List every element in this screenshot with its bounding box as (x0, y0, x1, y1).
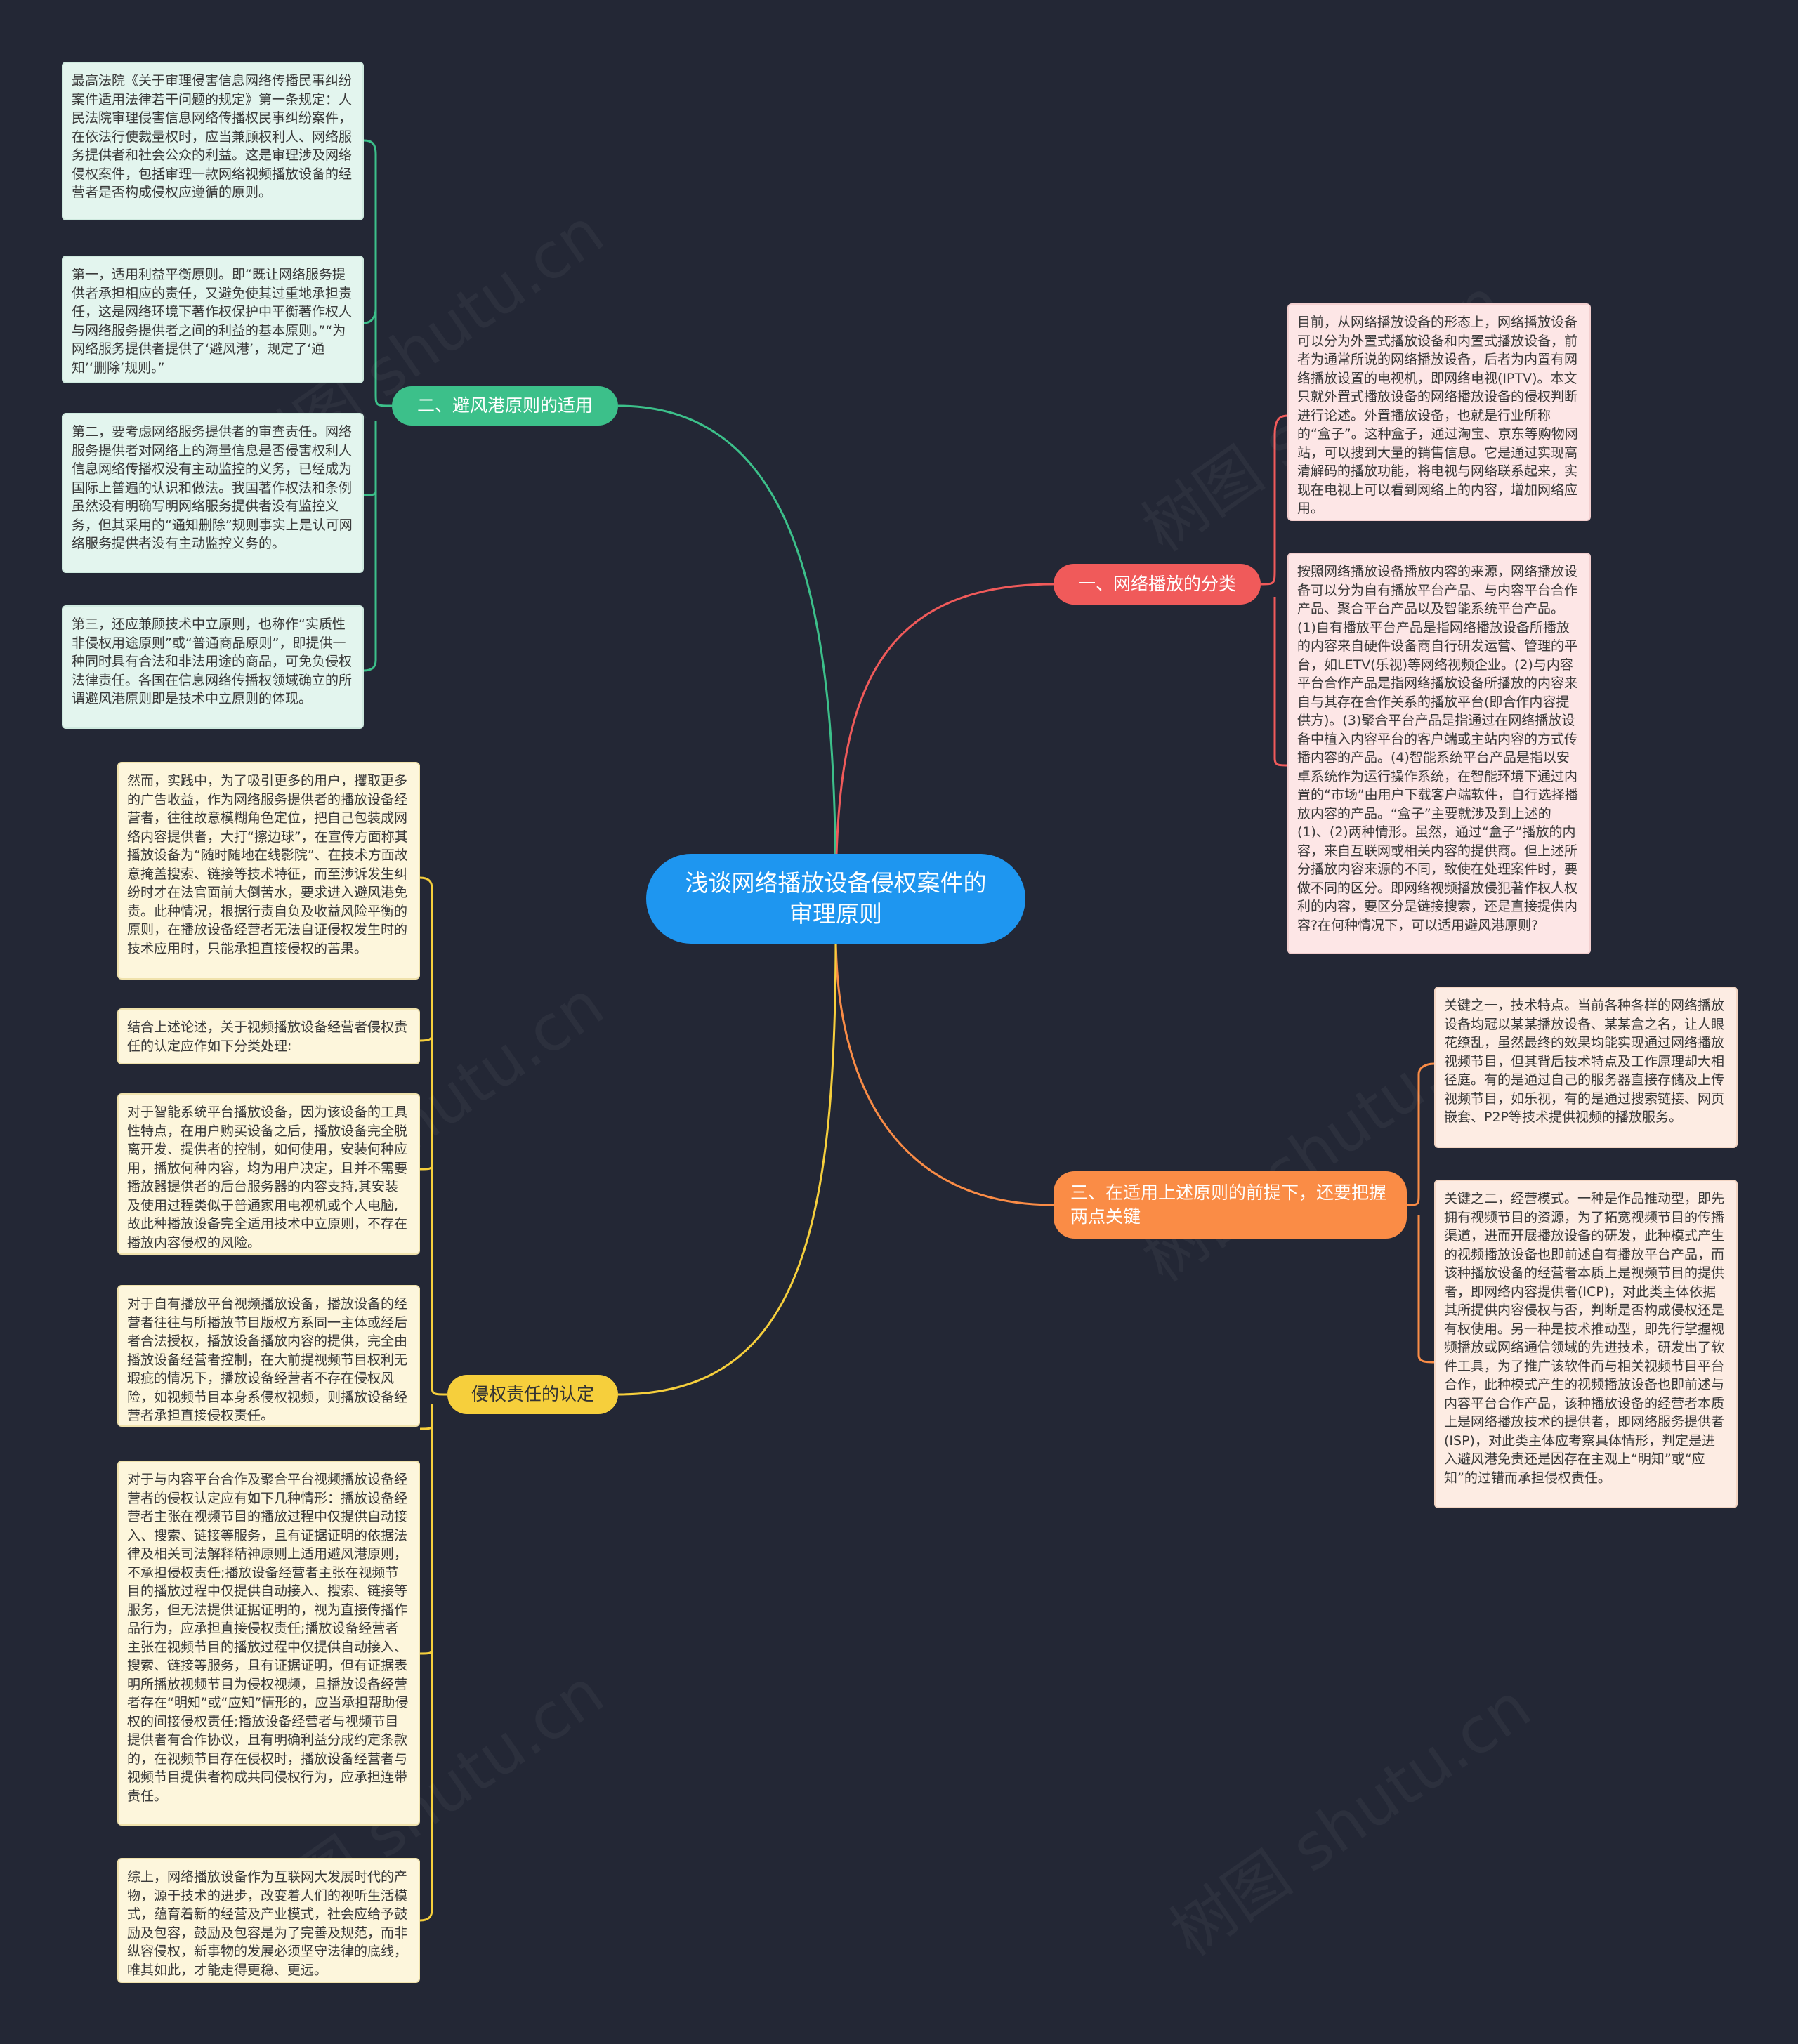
note-safe-harbor-4: 第三，还应兼顾技术中立原则，也称作“实质性非侵权用途原则”或“普通商品原则”，即… (62, 605, 364, 729)
branch-keys[interactable]: 三、在适用上述原则的前提下，还要把握两点关键 (1054, 1171, 1407, 1239)
branch-liability[interactable]: 侵权责任的认定 (447, 1375, 618, 1414)
note-keys-1: 关键之一，技术特点。当前各种各样的网络播放设备均冠以某某播放设备、某某盒之名，让… (1434, 987, 1738, 1148)
note-liability-4: 对于自有播放平台视频播放设备，播放设备的经营者往往与所播放节目版权方系同一主体或… (117, 1285, 420, 1427)
note-liability-1: 然而，实践中，为了吸引更多的用户，攫取更多的广告收益，作为网络服务提供者的播放设… (117, 762, 420, 980)
note-liability-2: 结合上述论述，关于视频播放设备经营者侵权责任的认定应作如下分类处理: (117, 1008, 420, 1064)
note-keys-2: 关键之二，经营模式。一种是作品推动型，即先拥有视频节目的资源，为了拓宽视频节目的… (1434, 1180, 1738, 1508)
link-safe-harbor-bracket (363, 139, 393, 672)
link-liability-bracket (419, 876, 448, 1922)
note-classification-1: 目前，从网络播放设备的形态上，网络播放设备可以分为外置式播放设备和内置式播放设备… (1287, 303, 1591, 521)
root-topic-label: 浅谈网络播放设备侵权案件的审理原则 (685, 869, 987, 928)
link-classification-bracket (1260, 414, 1288, 767)
branch-classification[interactable]: 一、网络播放的分类 (1054, 564, 1261, 605)
link-root-classification (834, 583, 1054, 899)
link-root-safe-harbor (617, 404, 837, 899)
branch-liability-label: 侵权责任的认定 (471, 1384, 594, 1404)
note-classification-2: 按照网络播放设备播放内容的来源，网络播放设备可以分为自有播放平台产品、与内容平台… (1287, 553, 1591, 954)
root-topic[interactable]: 浅谈网络播放设备侵权案件的审理原则 (646, 854, 1025, 944)
note-safe-harbor-1: 最高法院《关于审理侵害信息网络传播民事纠纷案件适用法律若干问题的规定》第一条规定… (62, 62, 364, 220)
link-root-keys (834, 933, 1054, 1206)
link-keys-bracket (1406, 1062, 1435, 1364)
link-root-liability (617, 933, 837, 1396)
branch-safe-harbor[interactable]: 二、避风港原则的适用 (392, 386, 618, 426)
branch-safe-harbor-label: 二、避风港原则的适用 (416, 395, 593, 416)
note-liability-3: 对于智能系统平台播放设备，因为该设备的工具性特点，在用户购买设备之后，播放设备完… (117, 1093, 420, 1255)
note-safe-harbor-3: 第二，要考虑网络服务提供者的审查责任。网络服务提供者对网络上的海量信息是否侵害权… (62, 413, 364, 573)
branch-classification-label: 一、网络播放的分类 (1077, 574, 1236, 594)
branch-keys-label: 三、在适用上述原则的前提下，还要把握两点关键 (1070, 1182, 1387, 1227)
note-liability-6: 综上，网络播放设备作为互联网大发展时代的产物，源于技术的进步，改变着人们的视听生… (117, 1858, 420, 1983)
note-liability-5: 对于与内容平台合作及聚合平台视频播放设备经营者的侵权认定应有如下几种情形：播放设… (117, 1461, 420, 1826)
note-safe-harbor-2: 第一，适用利益平衡原则。即“既让网络服务提供者承担相应的责任，又避免使其过重地承… (62, 256, 364, 383)
